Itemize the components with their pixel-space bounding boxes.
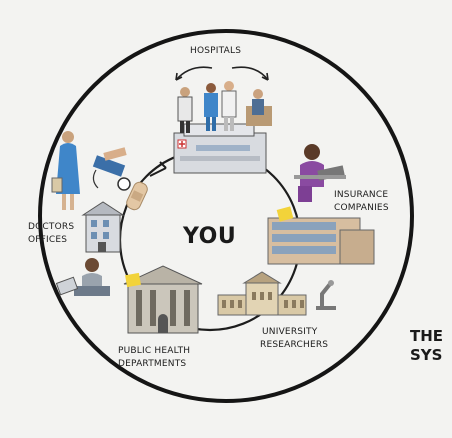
label-doctors-line1: DOCTORS [28,222,75,232]
nurse-figure [51,131,80,210]
loop-arrow [149,161,167,177]
label-university-line1: UNIVERSITY [262,327,318,337]
label-university-line2: RESEARCHERS [260,340,329,350]
doctors-office-building [81,201,125,253]
label-doctors-line2: OFFICES [28,235,68,245]
laptop-user-figure [55,258,110,296]
microscope-icon [316,280,336,310]
center-label-you: YOU [183,224,237,249]
insurance-agent-figure [294,144,346,202]
label-insurance-line1: INSURANCE [334,190,389,200]
outer-circle [38,29,414,403]
label-insurance-line2: COMPANIES [334,203,389,213]
bandage-icon [126,181,148,211]
hospital-arrow-left [175,66,213,81]
side-title: THE SYS [410,327,443,365]
label-hospitals: HOSPITALS [190,46,242,56]
hospital-arrow-right [231,66,269,81]
label-public-health-line2: DEPARTMENTS [118,359,187,369]
side-title-line2: SYS [410,346,443,364]
label-public-health-line1: PUBLIC HEALTH [118,346,191,356]
university-building [217,271,307,316]
hospital-staff-figures [177,81,272,133]
public-health-building [123,265,203,334]
insurance-building [267,206,375,265]
side-title-line1: THE [410,327,444,345]
blood-pressure-icon [92,147,131,191]
